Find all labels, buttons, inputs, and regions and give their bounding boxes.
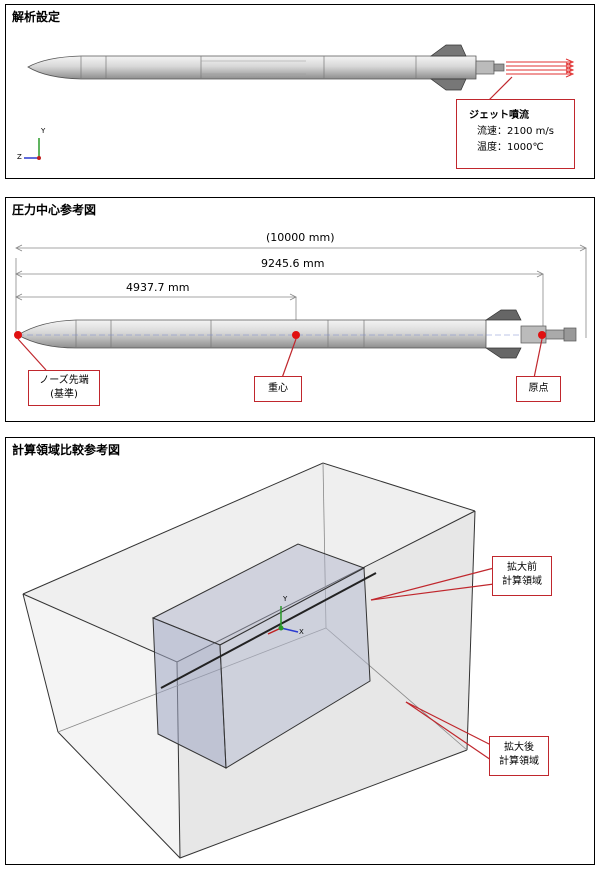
origin-callout: 原点 [516, 376, 561, 402]
pressure-center-panel: 圧力中心参考図 [5, 197, 595, 422]
rocket-body [27, 55, 477, 80]
analysis-panel-title: 解析設定 [12, 10, 61, 24]
inner-domain-box [151, 543, 371, 769]
rocket-side-view [24, 44, 575, 160]
reference-markers [14, 331, 546, 339]
rocket-axis-line [160, 572, 377, 689]
jet-callout: ジェット噴流 流速：2100 m/s 温度：1000℃ [456, 99, 575, 169]
jet-temperature: 温度：1000℃ [477, 142, 544, 153]
dimension-total: (10000 mm) [266, 231, 335, 244]
before-domain-sublabel: 計算領域 [502, 576, 542, 587]
before-domain-label: 拡大前 [507, 562, 537, 573]
dimension-origin: 9245.6 mm [261, 257, 325, 270]
origin-label: 原点 [528, 383, 549, 394]
dimension-lines [15, 244, 587, 338]
before-domain-callout: 拡大前 計算領域 [492, 556, 552, 596]
jet-arrows [506, 58, 575, 78]
pressure-center-panel-title: 圧力中心参考図 [12, 203, 97, 217]
cg-marker [292, 331, 300, 339]
marker-leaders [17, 338, 543, 379]
after-domain-label: 拡大後 [504, 742, 534, 753]
axis-triad-1 [24, 138, 41, 160]
dimension-cg: 4937.7 mm [126, 281, 190, 294]
inner-axis-x-label: X [299, 628, 304, 636]
after-domain-callout: 拡大後 計算領域 [489, 736, 549, 776]
axis-z-label: Z [17, 153, 22, 161]
jet-flow-speed: 流速：2100 m/s [477, 126, 554, 137]
rocket-fins [429, 44, 505, 91]
domain-comparison-diagram [22, 462, 495, 859]
pressure-center-diagram [14, 244, 587, 379]
axis-triad-3 [267, 606, 299, 635]
after-domain-sublabel: 計算領域 [499, 756, 539, 767]
nose-label: ノーズ先端 [39, 375, 89, 386]
jet-title: ジェット噴流 [469, 110, 529, 121]
analysis-panel: 解析設定 [5, 4, 595, 179]
axis-y-label: Y [41, 127, 46, 135]
nose-sublabel: (基準) [50, 389, 78, 400]
domain-comparison-panel: 計算領域比較参考図 [5, 437, 595, 865]
cg-label: 重心 [268, 383, 288, 394]
jet-callout-leader [487, 76, 513, 102]
cg-callout: 重心 [254, 376, 302, 402]
inner-axis-y-label: Y [283, 595, 288, 603]
domain-callout-leaders [370, 567, 495, 761]
origin-marker [538, 331, 546, 339]
rocket-body-2 [17, 309, 577, 359]
domain-comparison-panel-title: 計算領域比較参考図 [12, 443, 121, 457]
nose-callout: ノーズ先端 (基準) [28, 370, 100, 406]
nose-marker [14, 331, 22, 339]
